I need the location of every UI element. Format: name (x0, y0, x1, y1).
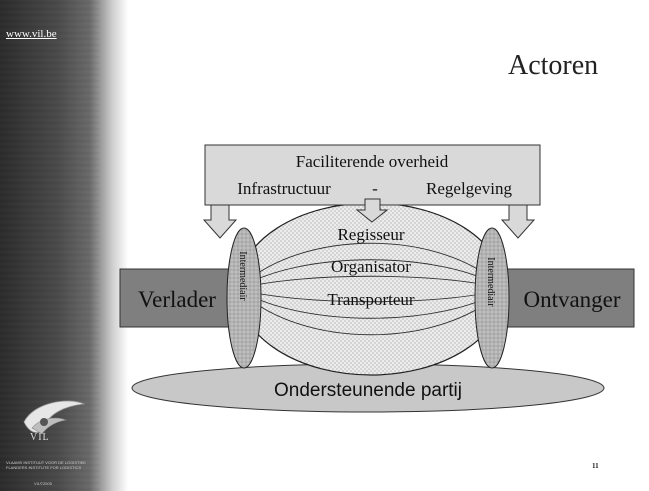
logo-wordmark: VIL (30, 432, 50, 443)
government-box (204, 144, 541, 206)
copyright-footer: VIL©2005 (34, 481, 52, 486)
left-intermediary-ellipse (226, 227, 262, 369)
left-actor-label: Verlader (138, 287, 216, 312)
support-label: Ondersteunende partij (274, 380, 462, 401)
government-infrastructure: Infrastructuur (237, 179, 331, 198)
government-separator: - (372, 179, 378, 198)
vil-logo-icon (23, 400, 86, 435)
right-actor-box (498, 268, 635, 328)
institute-line-1: VLAAMS INSTITUUT VOOR DE LOGISTIEK (6, 460, 86, 465)
website-link[interactable]: www.vil.be (6, 28, 57, 40)
institute-line-2: FLANDERS INSTITUTE FOR LOGISTICS (6, 465, 82, 470)
institute-name: VLAAMS INSTITUUT VOOR DE LOGISTIEK FLAND… (6, 460, 98, 470)
role-transporteur: Transporteur (327, 290, 415, 309)
right-intermediary-label: Intermediair (485, 257, 496, 307)
government-regulation: Regelgeving (426, 179, 512, 198)
sidebar: www.vil.be VIL VLAAMS INSTITUUT VOOR DE … (0, 0, 128, 491)
arrow-down-right (500, 204, 536, 239)
slide-title: Actoren (508, 50, 599, 81)
left-intermediary-label: Intermediair (237, 251, 248, 301)
right-actor-label: Ontvanger (523, 287, 620, 312)
right-intermediary-ellipse (474, 227, 510, 369)
role-regisseur: Regisseur (337, 225, 404, 244)
arrow-down-left (202, 204, 238, 239)
government-title: Faciliterende overheid (296, 152, 449, 171)
page-number: 11 (592, 462, 599, 470)
arrow-down-center (355, 198, 389, 223)
left-actor-box (119, 268, 239, 328)
role-organisator: Organisator (331, 257, 411, 276)
